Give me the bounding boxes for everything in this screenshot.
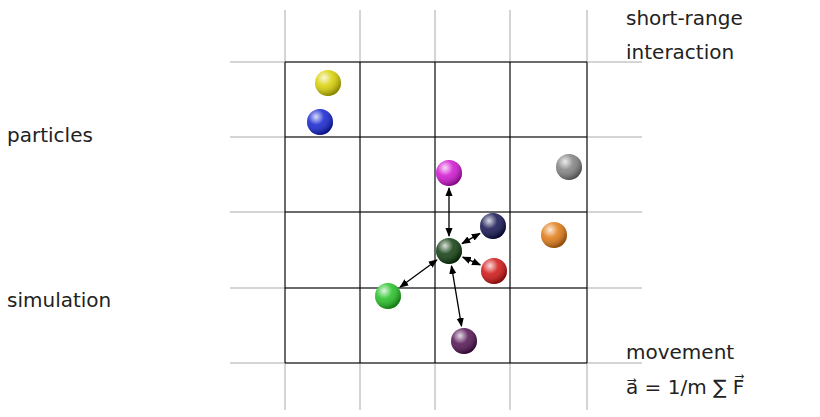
- text-label: short-range interaction: [626, 1, 776, 69]
- grid-line: [285, 137, 587, 138]
- particle-shine: [556, 154, 582, 180]
- particle-body: [481, 258, 507, 284]
- particle-body: [307, 109, 333, 135]
- grid-line-outer: [510, 10, 511, 410]
- particle: [307, 109, 333, 135]
- grid-line: [285, 363, 587, 364]
- grid-line-outer: [360, 10, 361, 410]
- text-label: simulation: [7, 283, 207, 317]
- grid-line-outer: [587, 10, 588, 410]
- particle-shine: [315, 70, 341, 96]
- particle-body: [480, 213, 506, 239]
- grid-line-outer: [230, 212, 642, 213]
- grid-line: [285, 62, 587, 63]
- particle-body: [436, 238, 462, 264]
- grid-line: [285, 288, 587, 289]
- particle-body: [451, 328, 477, 354]
- grid-line-outer: [230, 137, 642, 138]
- particle: [481, 258, 507, 284]
- grid-line-outer: [230, 62, 642, 63]
- particle-shine: [481, 258, 507, 284]
- force-arrow: [451, 266, 461, 326]
- particle-body: [375, 283, 401, 309]
- force-arrow: [462, 233, 480, 243]
- particle-shine: [436, 238, 462, 264]
- particle: [436, 160, 462, 186]
- particle-body: [556, 154, 582, 180]
- particle-shine: [480, 213, 506, 239]
- particle: [556, 154, 582, 180]
- particle: [375, 283, 401, 309]
- particle-shine: [375, 283, 401, 309]
- particle-body: [541, 222, 567, 248]
- particle: [541, 222, 567, 248]
- force-arrow: [400, 260, 437, 287]
- particle-shine: [541, 222, 567, 248]
- particle: [480, 213, 506, 239]
- grid-line-outer: [230, 363, 642, 364]
- force-arrow: [463, 257, 481, 265]
- particle-shine: [436, 160, 462, 186]
- grid-line-outer: [285, 10, 286, 410]
- particle-shine: [451, 328, 477, 354]
- text-label: movement: [626, 335, 816, 369]
- text-label: particles: [7, 118, 207, 152]
- grid-line-outer: [435, 10, 436, 410]
- grid: [230, 10, 642, 410]
- grid-line-outer: [230, 288, 642, 289]
- particle-shine: [307, 109, 333, 135]
- text-label: a⃗ = 1/m ∑ F⃗: [626, 370, 816, 404]
- particle: [451, 328, 477, 354]
- particle: [436, 238, 462, 264]
- particle-body: [436, 160, 462, 186]
- particles: [307, 70, 582, 354]
- interaction-arrows: [400, 188, 480, 326]
- particle: [315, 70, 341, 96]
- particle-body: [315, 70, 341, 96]
- force-arrow: [448, 188, 449, 236]
- grid-line: [285, 212, 587, 213]
